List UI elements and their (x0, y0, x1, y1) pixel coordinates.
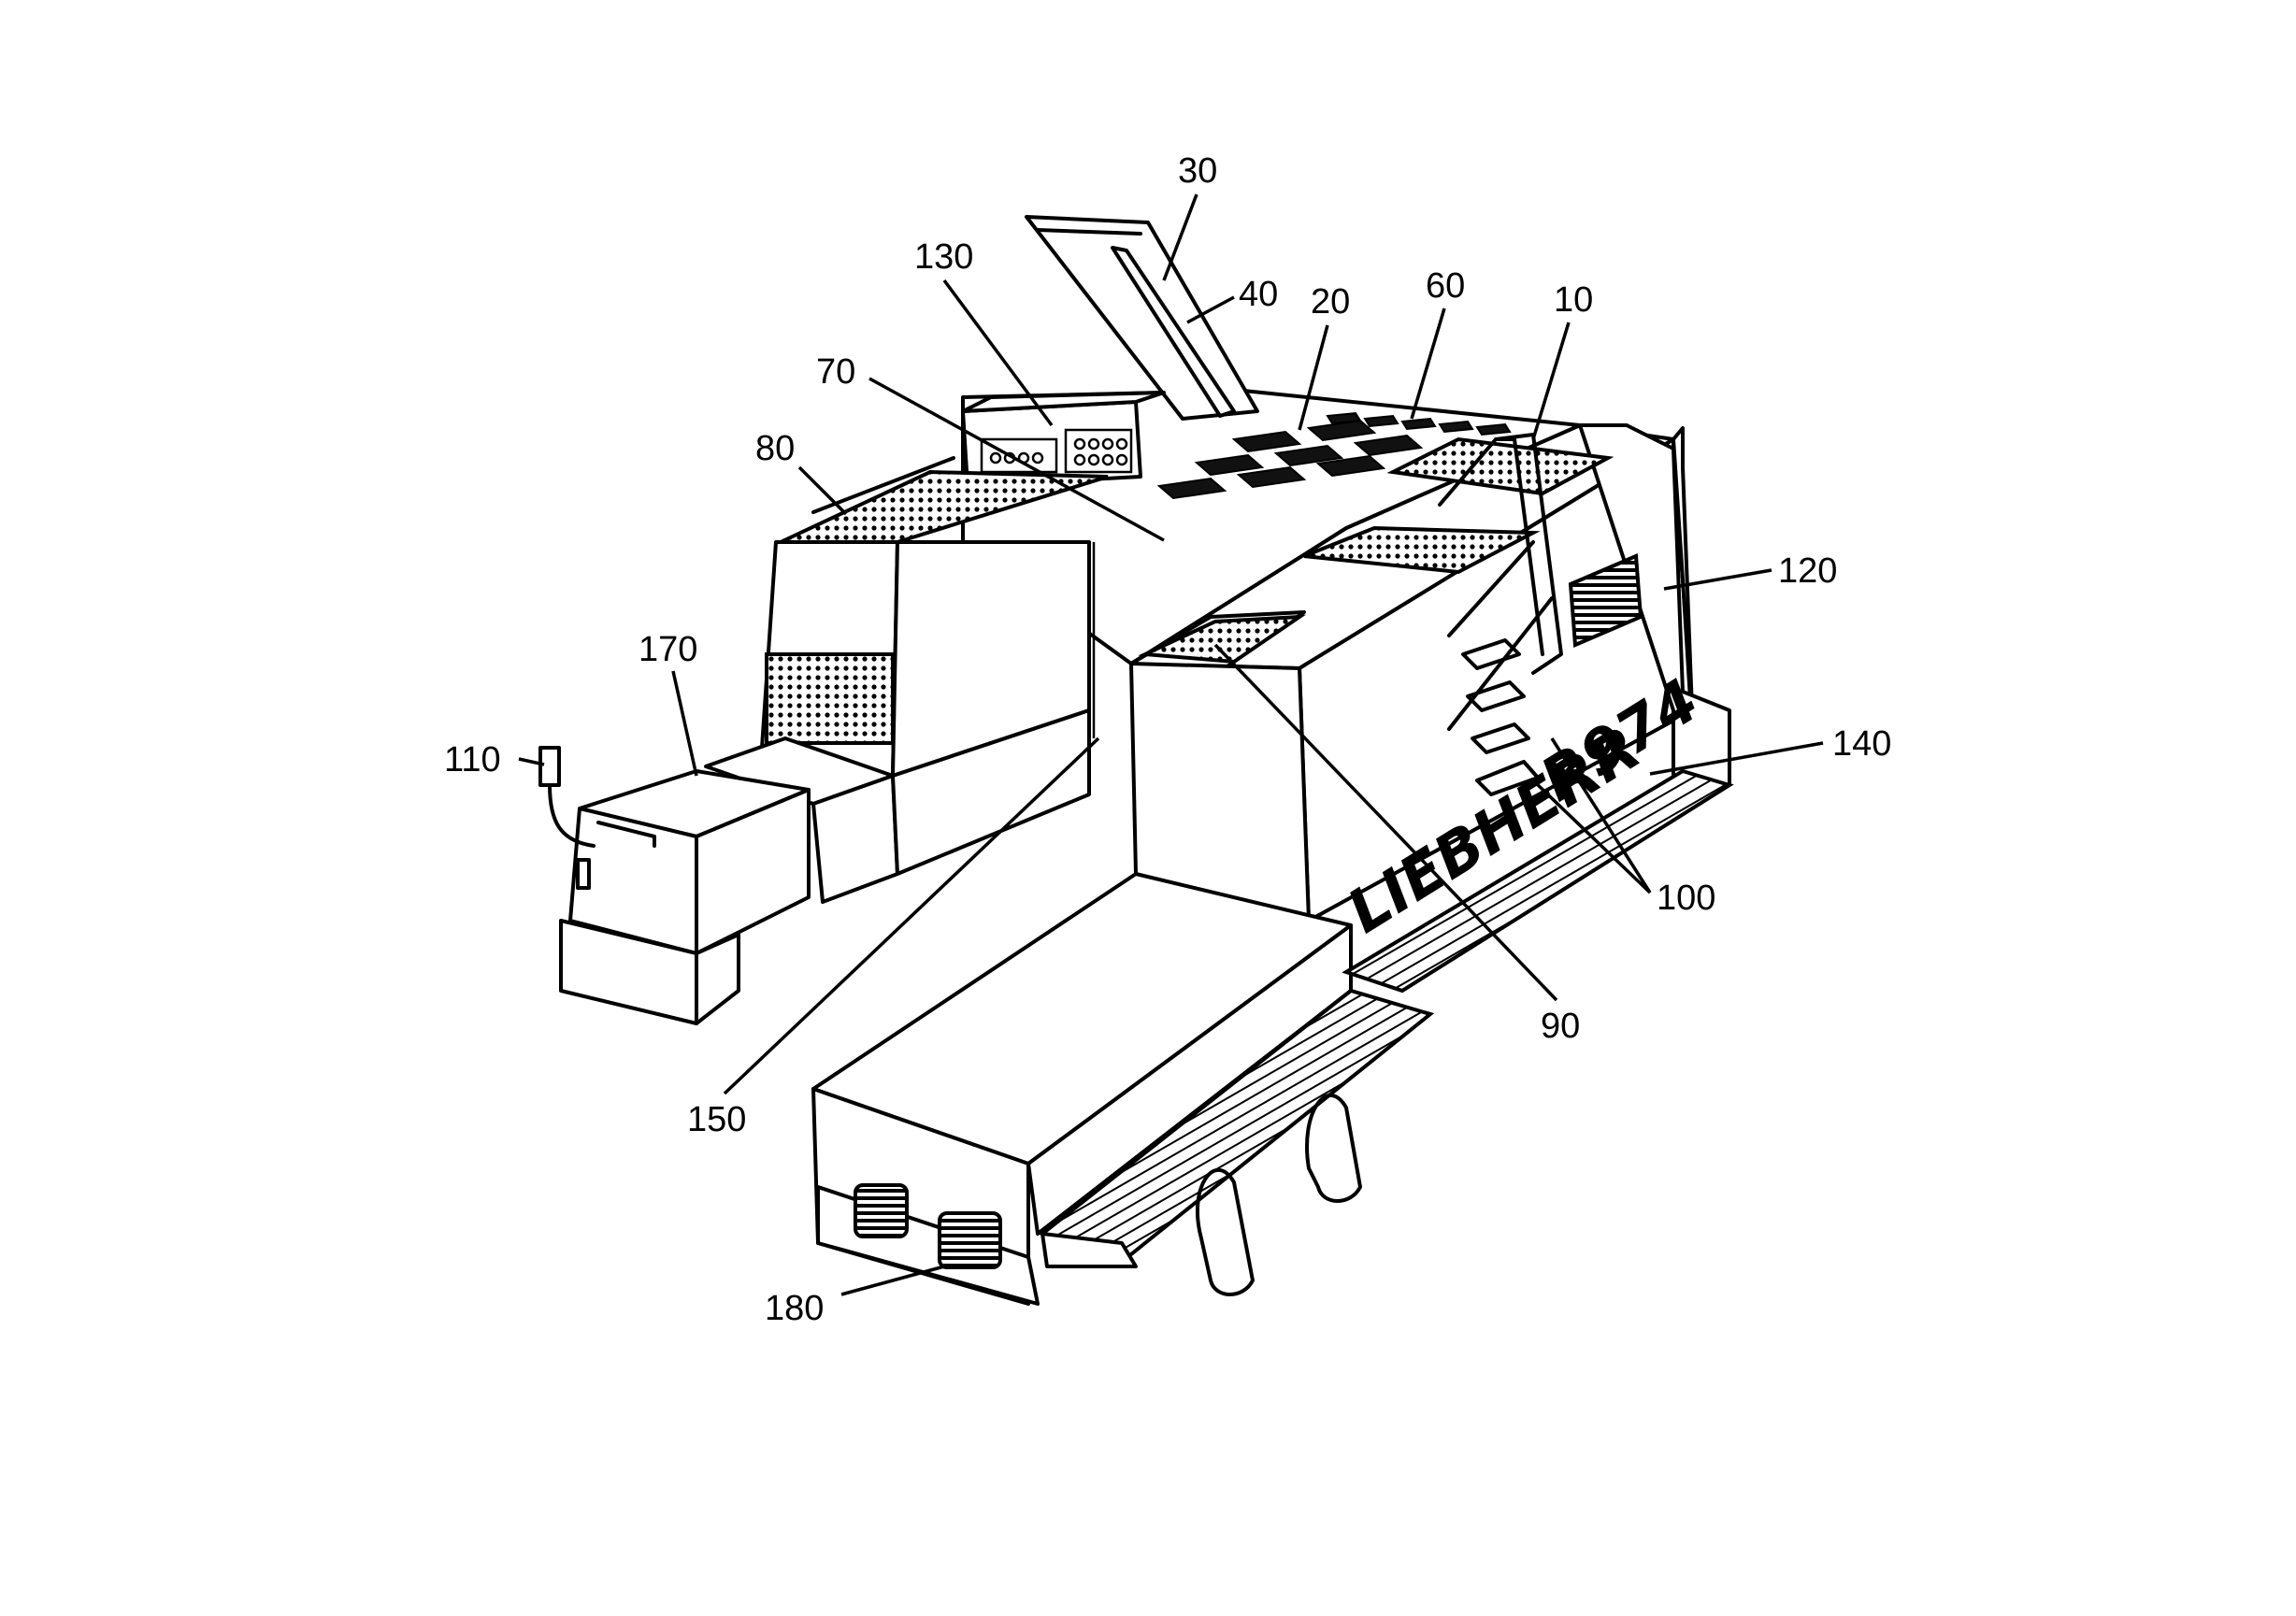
ref-150: 150 (687, 1100, 746, 1139)
ref-70: 70 (816, 352, 855, 392)
ref-100-leader-a (1531, 779, 1652, 894)
ref-90-leader (1213, 643, 1558, 1002)
handrail-loop-rear (1305, 1094, 1362, 1203)
reference-numerals: 30 40 130 20 60 10 70 80 120 170 140 110… (444, 151, 1891, 1328)
ref-110: 110 (444, 740, 501, 779)
left-grating (780, 469, 1109, 544)
rear-vent-slots (1326, 411, 1512, 436)
ref-140: 140 (1832, 724, 1891, 764)
ref-70-leader (868, 377, 1165, 542)
control-cabinet-knobs (980, 428, 1133, 474)
ref-40-leader (1186, 295, 1235, 324)
side-louver (1568, 553, 1643, 648)
lower-step-side (891, 708, 1091, 876)
ref-170: 170 (639, 630, 697, 669)
ref-140-leader (1649, 741, 1824, 776)
walkway-rear (1342, 768, 1734, 994)
control-cabinet-top (961, 391, 1166, 413)
ref-30-leader (1162, 193, 1198, 281)
ref-60-leader (1410, 307, 1446, 420)
ref-130: 130 (914, 237, 973, 277)
ref-20: 20 (1311, 282, 1350, 322)
ref-90: 90 (1541, 1007, 1580, 1046)
ref-170-leader (671, 670, 698, 777)
rear-grating (1303, 525, 1541, 575)
hinged-lid (1025, 215, 1259, 421)
ref-180-leader (840, 1265, 945, 1296)
power-cable (548, 783, 596, 848)
lid-frame-inner (1036, 228, 1142, 236)
power-socket (538, 746, 561, 787)
ref-100: 100 (1657, 879, 1715, 918)
handrail-loop-front (1196, 1168, 1255, 1296)
ladder-brace (1447, 540, 1554, 731)
ref-60: 60 (1426, 266, 1465, 306)
ref-120: 120 (1778, 551, 1837, 591)
machine-drawing: LIEBHERR R974 (538, 215, 1734, 1306)
battery-latch (576, 858, 591, 890)
walkway-front-cap (1040, 1232, 1138, 1268)
ref-20-leader (1298, 324, 1329, 431)
battery-handle (596, 821, 656, 848)
battery-base-side (695, 933, 740, 1025)
deck-access-panels (1156, 419, 1424, 500)
ref-120-leader (1663, 568, 1772, 591)
left-block-louver (765, 652, 895, 745)
ref-10: 10 (1554, 280, 1593, 320)
ref-110-leader (518, 757, 545, 766)
ref-80: 80 (755, 429, 795, 468)
ref-150-leader (723, 736, 1100, 1095)
lid-strut (1111, 246, 1236, 418)
ref-180: 180 (765, 1289, 824, 1328)
ref-130-leader (942, 279, 1054, 427)
ladder-rail-right (1494, 433, 1563, 675)
ref-30: 30 (1178, 151, 1217, 191)
ref-10-leader (1531, 322, 1571, 440)
right-end-cap (1578, 423, 1731, 815)
ref-80-leader (797, 465, 848, 516)
slab-front-vents (854, 1183, 1002, 1269)
ladder-steps (1461, 638, 1540, 796)
ref-40: 40 (1239, 275, 1278, 314)
front-box-grating (1138, 614, 1307, 665)
ref-100-leader-b (1550, 737, 1652, 894)
engine-grating (1386, 436, 1614, 496)
